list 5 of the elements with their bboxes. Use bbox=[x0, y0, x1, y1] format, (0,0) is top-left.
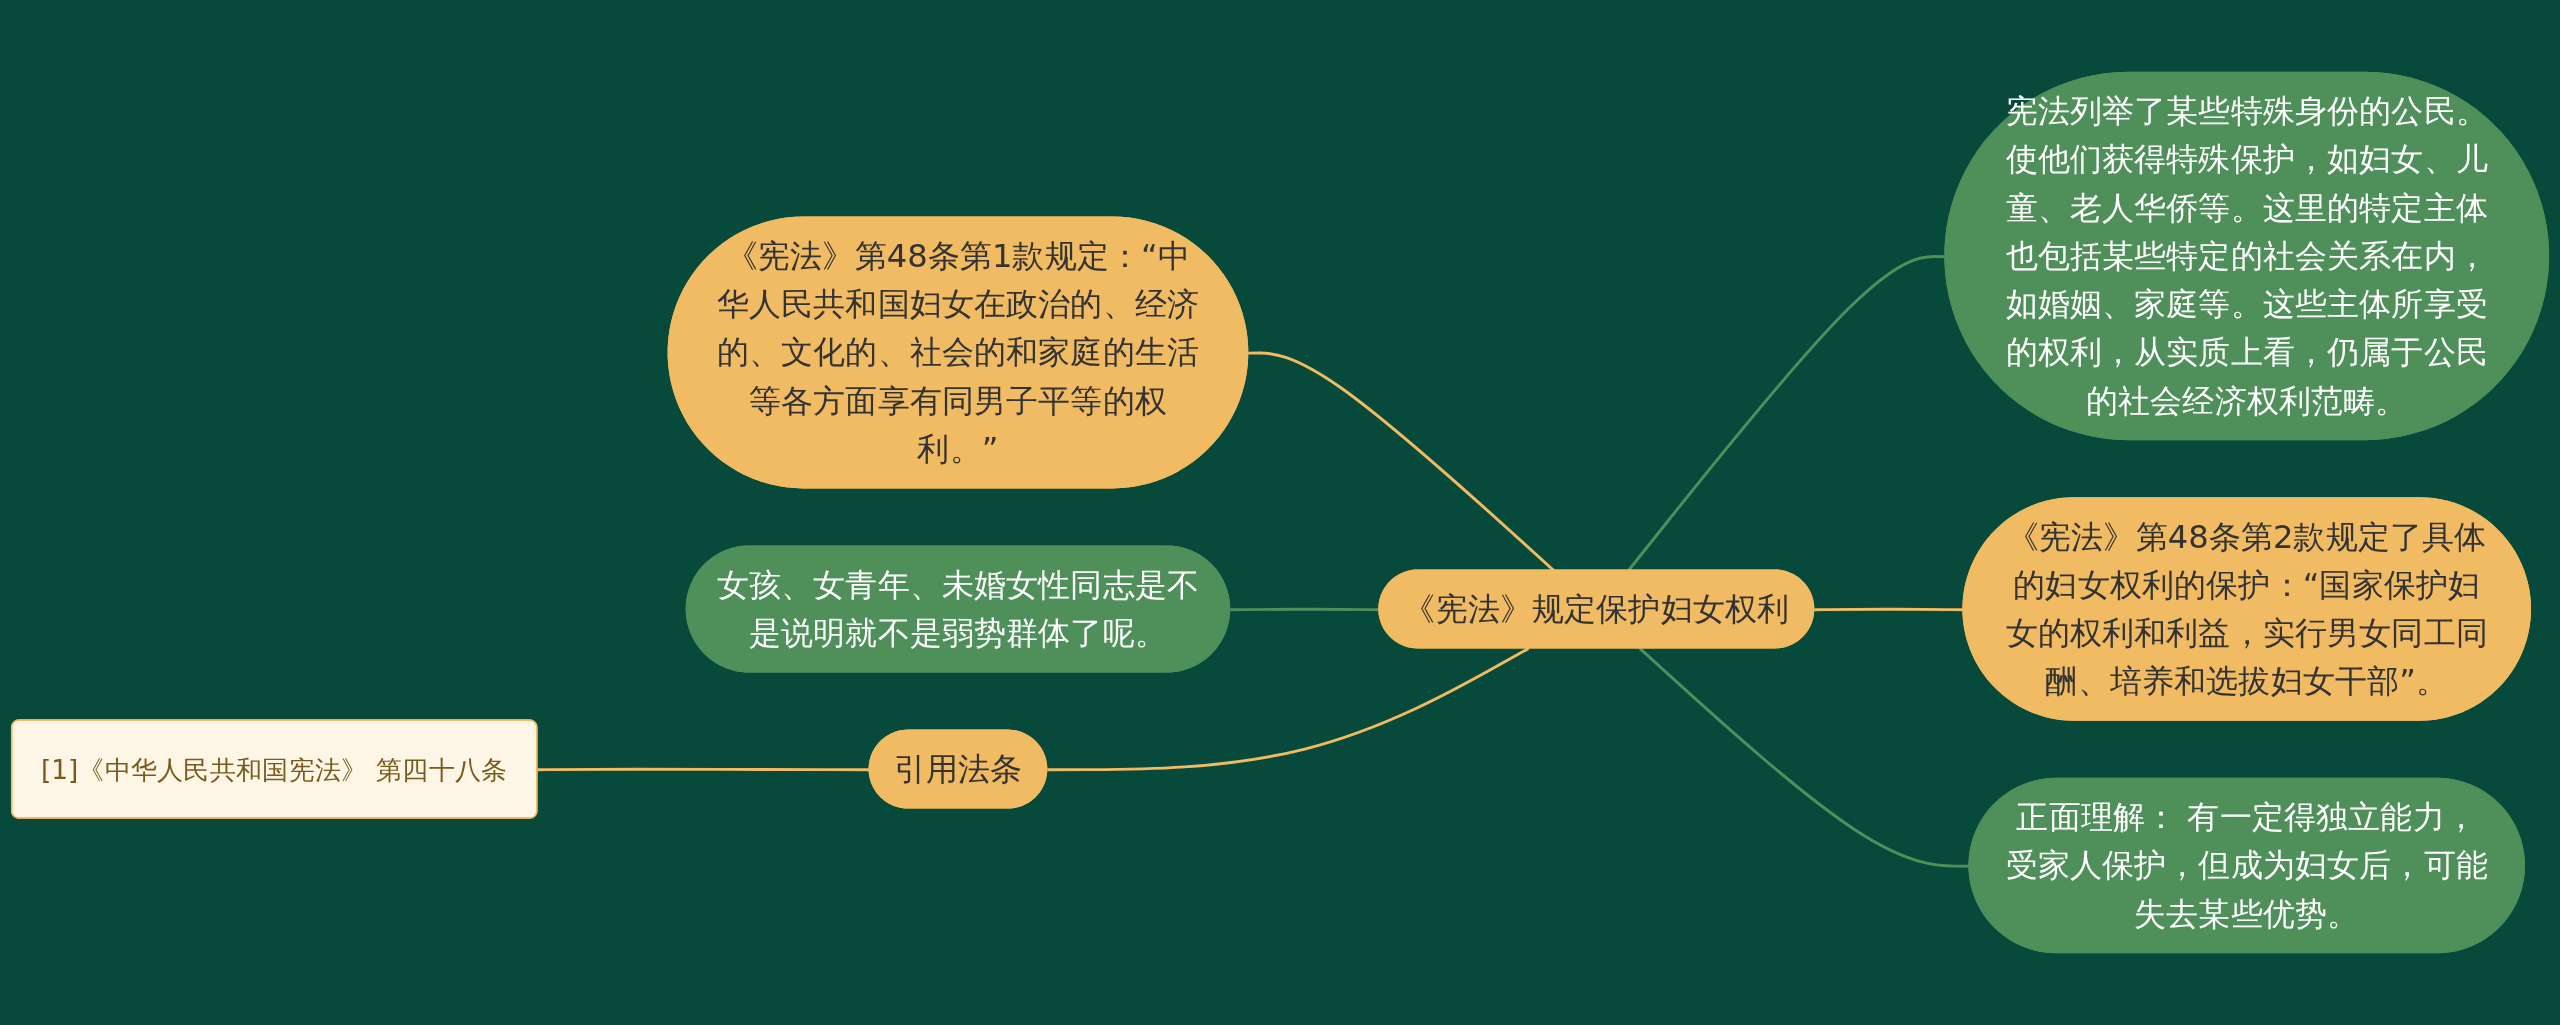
connector bbox=[1230, 607, 1380, 612]
connector bbox=[1638, 647, 1970, 868]
connector bbox=[1047, 647, 1530, 772]
connector bbox=[1814, 607, 1964, 612]
connector bbox=[1626, 255, 1946, 572]
